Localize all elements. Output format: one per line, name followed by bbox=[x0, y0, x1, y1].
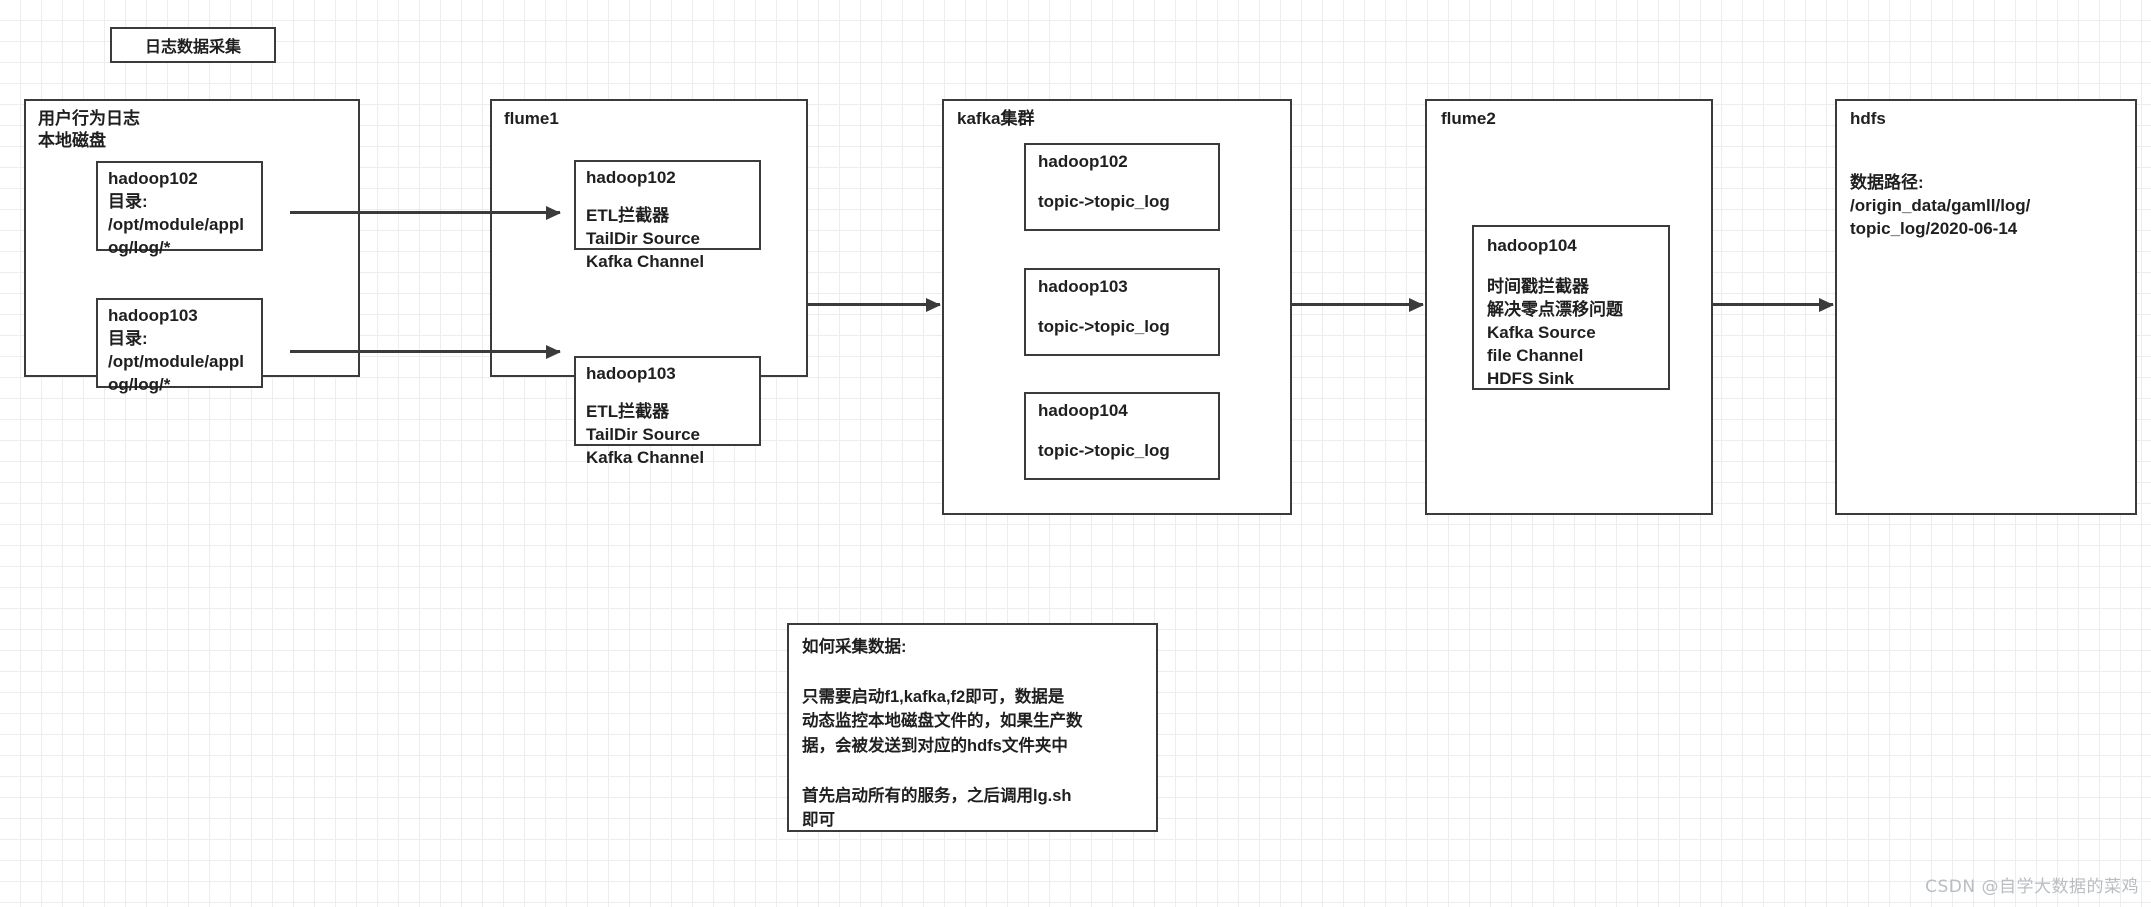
diagram-title-label: 日志数据采集 bbox=[144, 39, 241, 56]
stage-flume1-container: flume1 hadoop102 ETL拦截器 TailDir Source K… bbox=[490, 99, 808, 467]
stage-kafka-title: kafka集群 bbox=[957, 109, 1035, 128]
flume1-node-hadoop102: hadoop102 ETL拦截器 TailDir Source Kafka Ch… bbox=[574, 160, 761, 271]
stage-hdfs-container: hdfs 数据路径: /origin_data/gamll/log/ topic… bbox=[1835, 99, 2137, 515]
arrow-source103-to-flume1 bbox=[290, 350, 560, 353]
source-node-hadoop102-detail: 目录: /opt/module/appl og/log/* bbox=[108, 192, 244, 258]
source-node-hadoop103: hadoop103 目录: /opt/module/appl og/log/* bbox=[96, 298, 263, 394]
stage-flume2-container: flume2 hadoop104 时间戳拦截器 解决零点漂移问题 Kafka S… bbox=[1425, 99, 1713, 515]
kafka-node-hadoop102-name: hadoop102 bbox=[1038, 152, 1128, 171]
kafka-node-hadoop103: hadoop103 topic->topic_log bbox=[1024, 268, 1220, 356]
source-node-hadoop103-name: hadoop103 bbox=[108, 306, 198, 325]
stage-hdfs-title: hdfs bbox=[1850, 109, 1886, 128]
arrow-source102-to-flume1 bbox=[290, 211, 560, 214]
source-node-hadoop102-name: hadoop102 bbox=[108, 169, 198, 188]
kafka-node-hadoop104: hadoop104 topic->topic_log bbox=[1024, 392, 1220, 480]
flume2-node-hadoop104: hadoop104 时间戳拦截器 解决零点漂移问题 Kafka Source f… bbox=[1472, 225, 1670, 390]
kafka-node-hadoop104-name: hadoop104 bbox=[1038, 401, 1128, 420]
flume1-node-hadoop103-detail: ETL拦截器 TailDir Source Kafka Channel bbox=[586, 402, 705, 468]
kafka-node-hadoop103-name: hadoop103 bbox=[1038, 277, 1128, 296]
kafka-node-hadoop102-detail: topic->topic_log bbox=[1038, 192, 1170, 211]
arrow-flume2-to-hdfs bbox=[1713, 303, 1833, 306]
diagram-title-box: 日志数据采集 bbox=[110, 27, 276, 63]
flume2-node-hadoop104-name: hadoop104 bbox=[1487, 236, 1577, 255]
stage-source-title: 用户行为日志 本地磁盘 bbox=[38, 109, 140, 151]
kafka-node-hadoop103-detail: topic->topic_log bbox=[1038, 317, 1170, 336]
note-box: 如何采集数据: 只需要启动f1,kafka,f2即可，数据是 动态监控本地磁盘文… bbox=[787, 623, 1158, 832]
stage-flume1-title: flume1 bbox=[504, 109, 559, 128]
flume2-node-hadoop104-detail: 时间戳拦截器 解决零点漂移问题 Kafka Source file Channe… bbox=[1487, 277, 1623, 389]
kafka-node-hadoop102: hadoop102 topic->topic_log bbox=[1024, 143, 1220, 231]
kafka-node-hadoop104-detail: topic->topic_log bbox=[1038, 441, 1170, 460]
arrow-kafka-to-flume2 bbox=[1292, 303, 1423, 306]
flume1-node-hadoop103-name: hadoop103 bbox=[586, 364, 676, 383]
source-node-hadoop103-detail: 目录: /opt/module/appl og/log/* bbox=[108, 329, 244, 395]
note-text: 如何采集数据: 只需要启动f1,kafka,f2即可，数据是 动态监控本地磁盘文… bbox=[802, 638, 1083, 830]
stage-hdfs-detail: 数据路径: /origin_data/gamll/log/ topic_log/… bbox=[1850, 173, 2031, 239]
csdn-watermark: CSDN @自学大数据的菜鸡 bbox=[1925, 877, 2139, 897]
stage-flume2-title: flume2 bbox=[1441, 109, 1496, 128]
flume1-node-hadoop103: hadoop103 ETL拦截器 TailDir Source Kafka Ch… bbox=[574, 356, 761, 467]
stage-kafka-container: kafka集群 hadoop102 topic->topic_log hadoo… bbox=[942, 99, 1292, 515]
stage-source-container: 用户行为日志 本地磁盘 hadoop102 目录: /opt/module/ap… bbox=[24, 99, 360, 394]
source-node-hadoop102: hadoop102 目录: /opt/module/appl og/log/* bbox=[96, 161, 263, 257]
arrow-flume1-to-kafka bbox=[808, 303, 940, 306]
flume1-node-hadoop102-name: hadoop102 bbox=[586, 168, 676, 187]
flume1-node-hadoop102-detail: ETL拦截器 TailDir Source Kafka Channel bbox=[586, 206, 705, 272]
